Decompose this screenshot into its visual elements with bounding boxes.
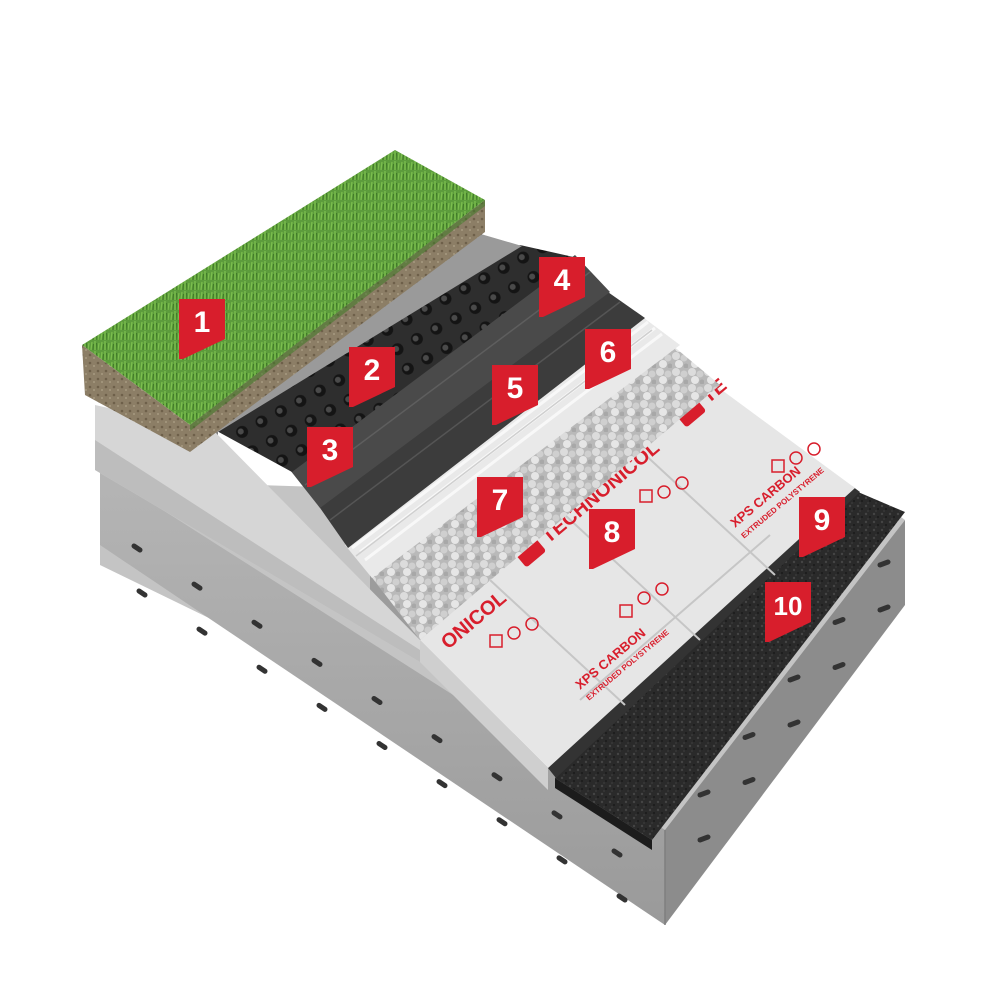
rebar-stub	[556, 855, 568, 865]
rebar-stub	[316, 702, 328, 712]
rebar-stubs	[131, 543, 891, 903]
rebar-stub	[616, 893, 628, 903]
marker-6: 6	[585, 329, 631, 389]
rebar-stub	[251, 619, 263, 629]
marker-number: 4	[554, 264, 571, 297]
rebar-stub	[551, 810, 563, 820]
marker-2: 2	[349, 347, 395, 407]
marker-number: 2	[364, 354, 381, 387]
slab-right-face	[665, 520, 905, 925]
marker-number: 1	[194, 306, 211, 339]
slab-front-face	[100, 470, 665, 925]
rebar-stub	[136, 588, 148, 598]
rebar-stub	[787, 674, 801, 683]
marker-flag	[307, 427, 353, 487]
marker-9: 9	[799, 497, 845, 557]
marker-3: 3	[307, 427, 353, 487]
rebar-stub	[491, 772, 503, 782]
drainage-membrane-layer	[215, 245, 578, 472]
rebar-stub	[311, 657, 323, 667]
rebar-stub	[877, 559, 891, 568]
marker-number: 10	[774, 591, 803, 621]
marker-number: 8	[604, 516, 621, 549]
rebar-stub	[131, 543, 143, 553]
marker-flag	[585, 329, 631, 389]
rebar-stub	[191, 581, 203, 591]
layer-markers: 1 2 3 4 5 6 7 8 9 10	[179, 257, 845, 642]
marker-flag	[492, 365, 538, 425]
rebar-stub	[496, 817, 508, 827]
marker-flag	[179, 299, 225, 359]
marker-10: 10	[765, 582, 811, 642]
rebar-stub	[697, 789, 711, 798]
marker-number: 6	[600, 336, 617, 369]
marker-flag	[349, 347, 395, 407]
marker-number: 7	[492, 484, 509, 517]
marker-1: 1	[179, 299, 225, 359]
rebar-stub	[196, 626, 208, 636]
rebar-stub	[877, 604, 891, 613]
rebar-stub	[256, 664, 268, 674]
marker-7: 7	[477, 477, 523, 537]
marker-number: 3	[322, 434, 339, 467]
rebar-stub	[611, 848, 623, 858]
marker-flag	[799, 497, 845, 557]
rebar-stub	[376, 741, 388, 750]
rebar-stub	[742, 777, 756, 785]
rebar-stub	[832, 662, 846, 670]
marker-flag	[539, 257, 585, 317]
marker-4: 4	[539, 257, 585, 317]
rebar-stub	[431, 734, 443, 744]
marker-flag	[589, 509, 635, 569]
gravel-layer	[370, 345, 720, 640]
marker-flag	[765, 582, 811, 642]
vapor-barrier-layer	[548, 486, 860, 778]
waterproofing-bottom-layer	[318, 290, 645, 548]
waterproofing-top-layer	[290, 255, 610, 508]
rebar-stub	[742, 732, 756, 740]
marker-5: 5	[492, 365, 538, 425]
rebar-stub	[787, 719, 801, 728]
soil-front	[82, 345, 190, 452]
rebar-stub	[371, 696, 383, 705]
marker-number: 5	[507, 372, 524, 405]
soil-side	[190, 200, 485, 452]
marker-number: 9	[814, 504, 831, 537]
primer-layer	[555, 492, 905, 840]
rebar-stub	[832, 617, 846, 625]
marker-flag	[477, 477, 523, 537]
rebar-stub	[436, 779, 448, 789]
rebar-stub	[697, 834, 711, 843]
marker-8: 8	[589, 509, 635, 569]
